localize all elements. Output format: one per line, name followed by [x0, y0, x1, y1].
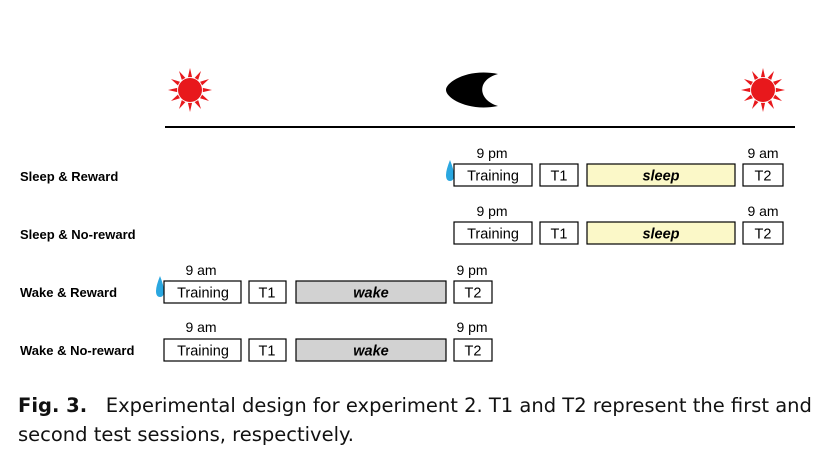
time-start-label: 9 am: [185, 319, 216, 335]
t2-label: T2: [755, 169, 772, 185]
t2-box: [742, 163, 784, 187]
sun-icon: [168, 68, 212, 112]
sun-ray: [773, 94, 783, 101]
experiment-design-diagram: Sleep & Reward 9 pm 9 am Training T1 sle…: [20, 68, 795, 362]
sun-ray: [775, 87, 785, 93]
training-label: Training: [467, 169, 519, 185]
training-box: [163, 338, 242, 362]
t1-label: T1: [259, 344, 276, 360]
sun-ray: [170, 79, 180, 86]
training-label: Training: [467, 227, 519, 243]
caption-text: Experimental design for experiment 2. T1…: [18, 394, 812, 446]
training-box: [453, 163, 533, 187]
sun-ray: [741, 87, 751, 93]
t1-box: [248, 338, 287, 362]
wake-interval-box: [295, 280, 447, 304]
sun-ray: [743, 94, 753, 101]
t1-label: T1: [551, 169, 568, 185]
training-label: Training: [177, 286, 229, 302]
sun-ray: [760, 68, 766, 78]
sun-ray: [194, 100, 201, 110]
sleep-interval-label: sleep: [642, 227, 679, 243]
time-end-label: 9 pm: [456, 262, 487, 278]
sun-ray: [168, 87, 178, 93]
time-start-label: 9 am: [185, 262, 216, 278]
moon-icon: [446, 72, 498, 108]
t2-label: T2: [465, 286, 482, 302]
time-start-label: 9 pm: [476, 145, 507, 161]
row-label: Wake & Reward: [20, 285, 117, 300]
sun-ray: [179, 100, 186, 110]
sun-ray: [194, 70, 201, 80]
sun-ray: [767, 100, 774, 110]
sun-ray: [743, 79, 753, 86]
wake-interval-box: [295, 338, 447, 362]
t1-box: [248, 280, 287, 304]
figure-number: Fig. 3.: [18, 394, 88, 417]
sun-ray: [170, 94, 180, 101]
wake-interval-label: wake: [353, 344, 388, 360]
time-end-label: 9 am: [747, 203, 778, 219]
sleep-interval-box: [586, 221, 736, 245]
sun-ray: [752, 100, 759, 110]
sun-ray: [202, 87, 212, 93]
sleep-interval-box: [586, 163, 736, 187]
sun-ray: [179, 70, 186, 80]
figure-caption: Fig. 3. Experimental design for experime…: [18, 391, 818, 449]
t1-box: [539, 163, 579, 187]
t2-label: T2: [755, 227, 772, 243]
row-label: Wake & No-reward: [20, 343, 134, 358]
t1-label: T1: [259, 286, 276, 302]
row-label: Sleep & Reward: [20, 169, 118, 184]
sun-ray: [752, 70, 759, 80]
row-label: Sleep & No-reward: [20, 227, 136, 242]
t2-box: [453, 338, 493, 362]
time-end-label: 9 pm: [456, 319, 487, 335]
time-start-label: 9 pm: [476, 203, 507, 219]
t1-box: [539, 221, 579, 245]
t1-label: T1: [551, 227, 568, 243]
t2-box: [453, 280, 493, 304]
sun-icon: [741, 68, 785, 112]
t2-box: [742, 221, 784, 245]
sun-ray: [200, 79, 210, 86]
sun-ray: [187, 102, 193, 112]
training-box: [453, 221, 533, 245]
sun-ray: [200, 94, 210, 101]
sun-ray: [187, 68, 193, 78]
wake-interval-label: wake: [353, 286, 388, 302]
training-label: Training: [177, 344, 229, 360]
training-box: [163, 280, 242, 304]
sun-ray: [760, 102, 766, 112]
sleep-interval-label: sleep: [642, 169, 679, 185]
time-end-label: 9 am: [747, 145, 778, 161]
t2-label: T2: [465, 344, 482, 360]
sun-ray: [773, 79, 783, 86]
sun-ray: [767, 70, 774, 80]
